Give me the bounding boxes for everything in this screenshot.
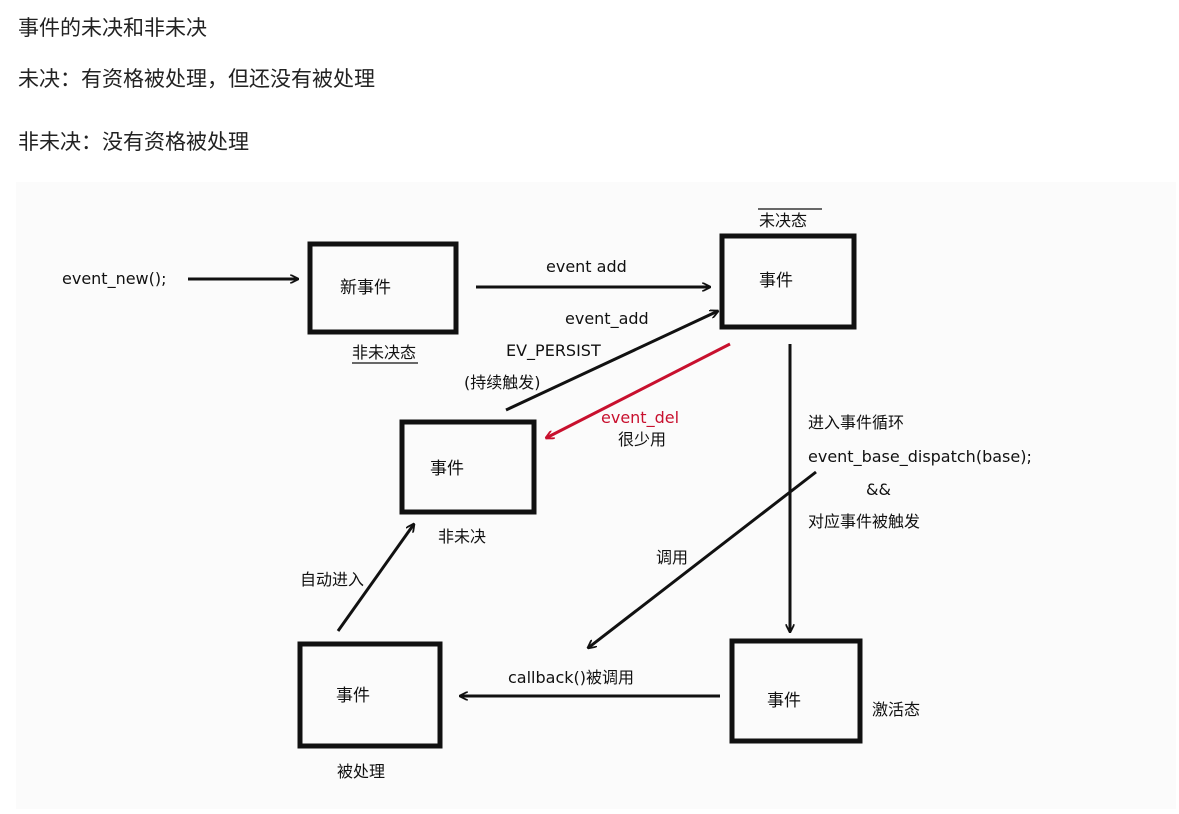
new-event-box-label: 新事件 bbox=[340, 278, 391, 298]
non-pending-event-box-label: 事件 bbox=[430, 459, 464, 479]
pending-definition: 未决：有资格被处理，但还没有被处理 bbox=[18, 67, 375, 91]
pending-event-box-label: 事件 bbox=[759, 271, 793, 291]
auto-enter-arrow bbox=[336, 524, 414, 632]
callback-label: callback()被调用 bbox=[508, 668, 634, 687]
rarely-used-label: 很少用 bbox=[618, 430, 666, 449]
processed-event-box bbox=[297, 641, 443, 749]
new-event-box bbox=[307, 241, 459, 335]
non-pending-state-label: 非未决态 bbox=[352, 343, 416, 362]
non-pending-label: 非未决 bbox=[438, 527, 486, 546]
auto-enter-label: 自动进入 bbox=[300, 570, 364, 589]
ev-persist-label: EV_PERSIST bbox=[506, 341, 601, 361]
call-arrow bbox=[588, 470, 817, 648]
non-pending-event-box bbox=[399, 419, 537, 515]
event-add-persist-label: event_add bbox=[565, 309, 649, 329]
state-diagram: 新事件 事件 事件 事件 事件 event_new(); 非未决态 event … bbox=[16, 182, 1176, 809]
active-state-label: 激活态 bbox=[872, 700, 920, 719]
dispatch-label: event_base_dispatch(base); bbox=[808, 447, 1032, 467]
event-del-label: event_del bbox=[601, 408, 679, 428]
enter-loop-label: 进入事件循环 bbox=[808, 413, 904, 432]
event-del-arrow bbox=[546, 342, 731, 440]
pending-state-label: 未决态 bbox=[759, 211, 807, 230]
pending-event-box bbox=[719, 233, 857, 330]
processed-event-box-label: 事件 bbox=[336, 686, 370, 706]
persist-note-label: (持续触发) bbox=[464, 373, 541, 392]
active-event-box-label: 事件 bbox=[767, 691, 801, 711]
active-event-box bbox=[729, 638, 863, 744]
persist-arrow bbox=[505, 311, 718, 412]
processed-label: 被处理 bbox=[337, 762, 385, 781]
triggered-label: 对应事件被触发 bbox=[808, 512, 920, 531]
call-label: 调用 bbox=[656, 548, 688, 567]
non-pending-definition: 非未决：没有资格被处理 bbox=[18, 130, 249, 154]
state-diagram-svg: 新事件 事件 事件 事件 事件 event_new(); 非未决态 event … bbox=[62, 208, 1032, 781]
page-title: 事件的未决和非未决 bbox=[18, 16, 207, 40]
and-label: && bbox=[866, 480, 891, 499]
event-new-call-label: event_new(); bbox=[62, 269, 167, 289]
event-add-label: event add bbox=[546, 257, 627, 276]
